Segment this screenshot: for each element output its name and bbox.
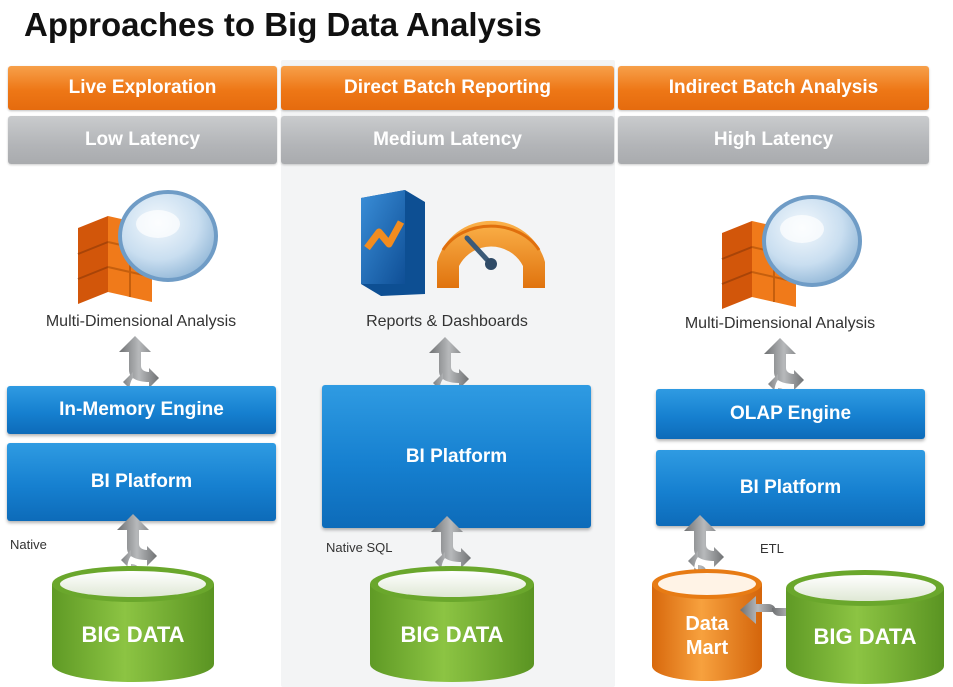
latency-high: High Latency bbox=[618, 116, 929, 164]
big-data-cylinder-3 bbox=[786, 570, 944, 684]
connector-label-etl: ETL bbox=[760, 541, 784, 556]
big-data-cylinder-1 bbox=[52, 566, 214, 682]
header-indirect-batch-analysis: Indirect Batch Analysis bbox=[618, 66, 929, 110]
reports-dashboards-icon bbox=[361, 190, 545, 296]
bi-platform-box-2: BI Platform bbox=[322, 385, 591, 528]
connector-label-native-sql: Native SQL bbox=[326, 540, 393, 555]
olap-engine-box: OLAP Engine bbox=[656, 389, 925, 439]
big-data-label-1: BIG DATA bbox=[81, 622, 185, 647]
bi-platform-box-3: BI Platform bbox=[656, 450, 925, 526]
bi-platform-box-1: BI Platform bbox=[7, 443, 276, 521]
caption-multi-dimensional-analysis-2: Multi-Dimensional Analysis bbox=[684, 315, 876, 332]
multi-dimensional-analysis-icon bbox=[721, 195, 862, 309]
page-title: Approaches to Big Data Analysis bbox=[24, 6, 542, 43]
data-mart-label: Data Mart bbox=[648, 612, 766, 660]
multi-dimensional-analysis-icon bbox=[77, 190, 218, 304]
big-data-label-2: BIG DATA bbox=[400, 622, 504, 647]
connector-label-native: Native bbox=[10, 537, 47, 552]
latency-low: Low Latency bbox=[8, 116, 277, 164]
header-live-exploration: Live Exploration bbox=[8, 66, 277, 110]
caption-reports-dashboards: Reports & Dashboards bbox=[366, 313, 528, 330]
latency-medium: Medium Latency bbox=[281, 116, 614, 164]
big-data-cylinder-2 bbox=[370, 566, 534, 682]
data-mart-text: Data Mart bbox=[685, 613, 729, 659]
in-memory-engine-box: In-Memory Engine bbox=[7, 386, 276, 434]
caption-multi-dimensional-analysis-1: Multi-Dimensional Analysis bbox=[45, 313, 237, 330]
data-mart-cylinder bbox=[652, 569, 762, 681]
big-data-label-3: BIG DATA bbox=[813, 624, 917, 649]
header-direct-batch-reporting: Direct Batch Reporting bbox=[281, 66, 614, 110]
